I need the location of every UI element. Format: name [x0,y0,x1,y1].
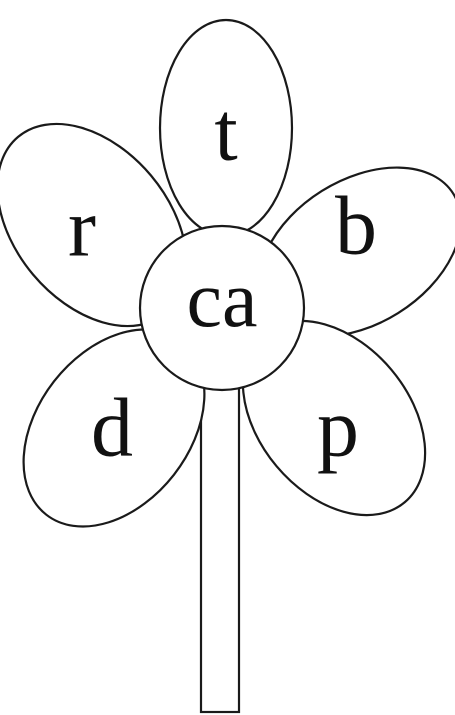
petal-letter-top: t [214,86,237,179]
stem [201,382,239,712]
petal-letter-upper-left: r [68,182,96,275]
petal-letter-upper-right: b [335,180,377,273]
center-letters: ca [186,256,257,344]
petal-letter-lower-right: p [317,382,359,475]
petal-letter-lower-left: d [91,382,133,475]
